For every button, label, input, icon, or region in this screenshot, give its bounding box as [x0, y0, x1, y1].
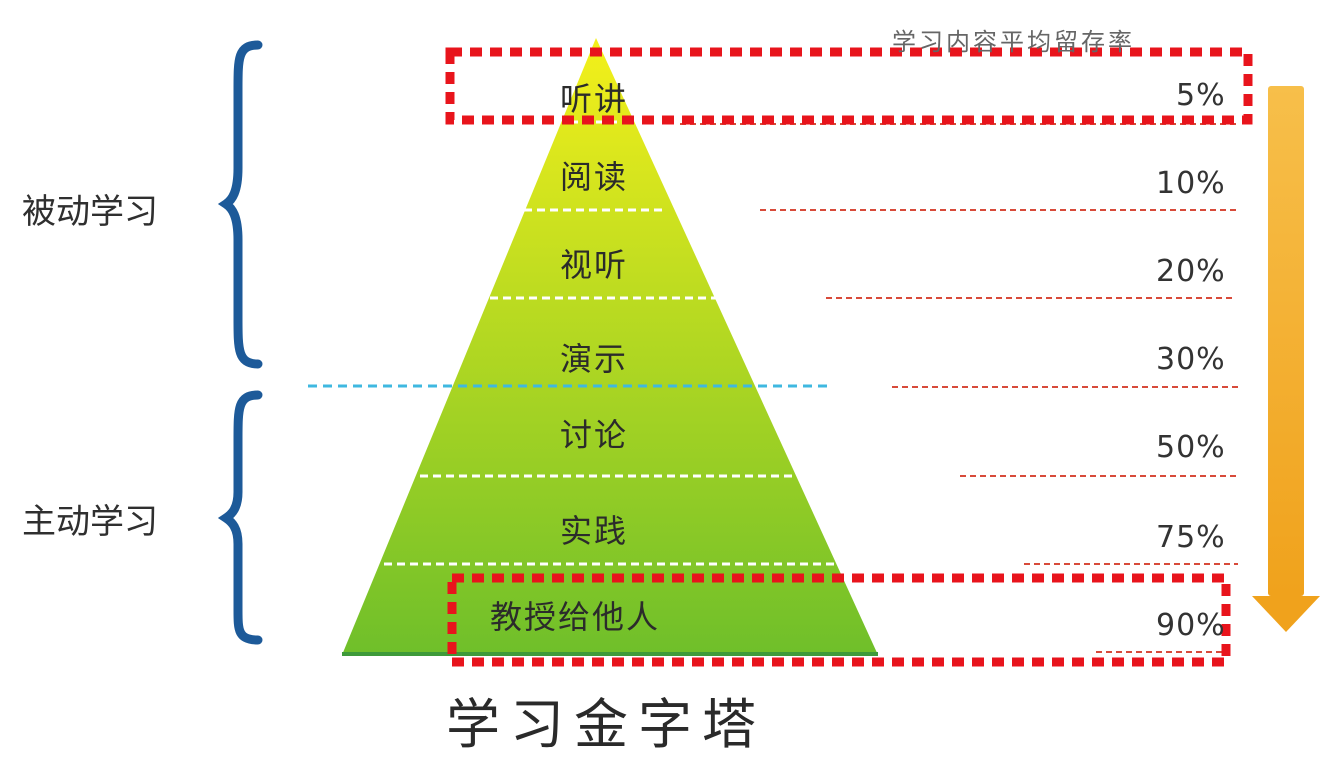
highlight-box-bottom	[447, 573, 1231, 667]
percent-demonstration: 30%	[1156, 342, 1226, 377]
highlight-box-top	[445, 47, 1253, 125]
percent-reading: 10%	[1156, 166, 1226, 201]
percent-audiovisual: 20%	[1156, 254, 1226, 289]
layer-label-lecture: 听讲	[560, 80, 629, 118]
layer-label-audiovisual: 视听	[560, 246, 629, 284]
pyramid-shape	[342, 38, 878, 655]
percent-discussion: 50%	[1156, 430, 1226, 465]
layer-separators	[384, 120, 838, 566]
percent-teach-others: 90%	[1156, 608, 1226, 643]
retention-arrow-icon	[1252, 86, 1320, 632]
diagram-title: 学习金字塔	[446, 693, 766, 756]
layer-label-teach-others: 教授给他人	[490, 598, 661, 636]
layer-label-practice: 实践	[560, 512, 629, 550]
layer-label-discussion: 讨论	[560, 416, 629, 454]
passive-learning-label: 被动学习	[22, 192, 158, 232]
layer-label-reading: 阅读	[560, 158, 629, 196]
active-learning-label: 主动学习	[22, 502, 158, 542]
retention-header: 学习内容平均留存率	[892, 28, 1135, 56]
percent-practice: 75%	[1156, 520, 1226, 555]
passive-brace-icon	[217, 40, 263, 369]
active-brace-icon	[217, 390, 263, 645]
percent-lecture: 5%	[1176, 78, 1226, 113]
layer-label-demonstration: 演示	[560, 340, 629, 378]
